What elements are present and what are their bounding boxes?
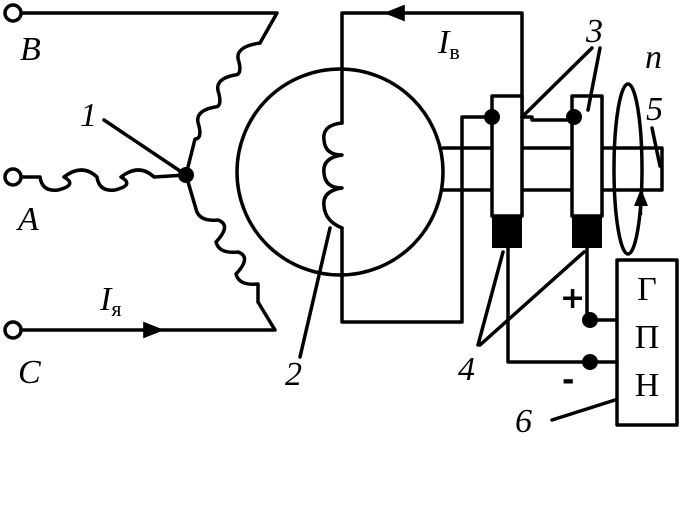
leader-3b bbox=[586, 46, 602, 112]
callout-1: 1 bbox=[80, 97, 97, 134]
brush-lead-plus bbox=[585, 246, 594, 322]
terminal-a-label: A bbox=[16, 201, 39, 238]
line-c bbox=[20, 300, 277, 332]
callout-5: 5 bbox=[646, 91, 663, 128]
terminal-c-circle bbox=[3, 320, 23, 340]
minus-terminal-dot bbox=[582, 354, 598, 370]
terminal-c-label: C bbox=[18, 354, 41, 391]
rotor-field-winding bbox=[322, 121, 344, 230]
ring1-dot bbox=[484, 109, 500, 125]
leader-1 bbox=[102, 118, 188, 177]
leader-3a bbox=[520, 46, 594, 119]
field-circuit bbox=[340, 11, 524, 324]
rotation-ellipse bbox=[612, 82, 644, 256]
stator-winding-a bbox=[20, 168, 188, 192]
leader-6 bbox=[550, 398, 617, 422]
plus-terminal-dot bbox=[582, 312, 598, 328]
callout-4: 4 bbox=[458, 351, 475, 388]
brush-2 bbox=[572, 216, 602, 248]
armature-current-label: Iя bbox=[99, 281, 121, 321]
brush-lead-minus bbox=[506, 246, 594, 364]
stator-winding-b bbox=[184, 41, 262, 177]
rotor-circle bbox=[235, 67, 445, 277]
terminal-b-circle bbox=[3, 3, 23, 23]
line-b bbox=[20, 11, 279, 45]
exciter-letter-g: Г bbox=[637, 271, 657, 308]
ring2-dot bbox=[566, 109, 582, 125]
exciter-box bbox=[615, 258, 679, 427]
terminal-a-circle bbox=[3, 167, 23, 187]
terminal-b-label: B bbox=[20, 31, 41, 68]
shaft bbox=[441, 146, 664, 192]
exciter-letter-n: Н bbox=[635, 367, 660, 404]
leader-4a bbox=[476, 250, 505, 347]
callout-3: 3 bbox=[585, 13, 603, 50]
field-current-label: Iв bbox=[437, 24, 460, 64]
brush-1 bbox=[492, 216, 522, 248]
exciter-letter-p: П bbox=[635, 319, 660, 356]
star-point-dot bbox=[178, 167, 194, 183]
rotation-label: n bbox=[645, 39, 662, 76]
stator-winding-c bbox=[184, 173, 260, 304]
plus-sign: + bbox=[560, 281, 585, 316]
leader-4b bbox=[478, 250, 586, 347]
callout-6: 6 bbox=[515, 403, 532, 440]
leader-2 bbox=[298, 226, 332, 359]
callout-2: 2 bbox=[285, 356, 302, 393]
minus-sign: - bbox=[562, 363, 574, 398]
leader-5 bbox=[650, 126, 662, 168]
